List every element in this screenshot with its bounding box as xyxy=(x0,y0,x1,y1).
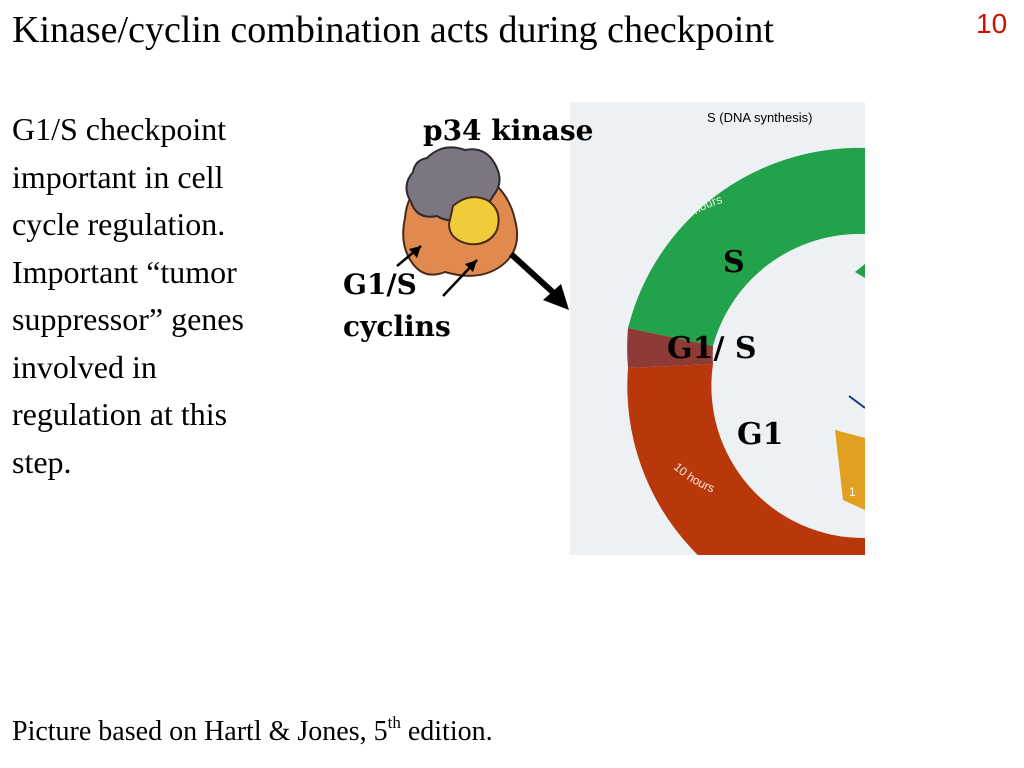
slide-title: Kinase/cyclin combination acts during ch… xyxy=(12,9,774,51)
caption-prefix: Picture based on Hartl & Jones, 5 xyxy=(12,716,388,747)
phase-s-label: S xyxy=(723,245,745,280)
kinase-label: p34 kinase xyxy=(423,114,593,147)
cyclin-label-g1s: G1/S xyxy=(343,268,417,301)
g2-phase-segment xyxy=(835,430,865,510)
cell-cycle-figure: p34 kinase G1/S cyclins S (DNA synthesis… xyxy=(335,100,865,555)
cyclin-inner-shape xyxy=(447,196,500,246)
small-arrow-s xyxy=(855,264,865,278)
s-phase-segment xyxy=(628,147,865,346)
caption-superscript: th xyxy=(387,713,401,732)
cyclin-label-cyclins: cyclins xyxy=(343,310,451,343)
partial-duration-label: 1 xyxy=(849,485,856,499)
phase-g1s-label: G1/ S xyxy=(667,331,757,366)
slide-number: 10 xyxy=(976,8,1008,39)
small-arrow-g1 xyxy=(848,395,865,409)
g1-phase-segment xyxy=(627,364,865,555)
caption: Picture based on Hartl & Jones, 5th edit… xyxy=(12,713,493,748)
body-text: G1/S checkpoint important in cell cycle … xyxy=(12,111,244,480)
complex-arrow-head xyxy=(543,284,569,310)
cyclin-arrow-right-head xyxy=(465,260,477,272)
cyclin-arrow-left-head xyxy=(409,246,421,258)
g1s-phase-segment xyxy=(627,328,713,368)
complex-arrow xyxy=(508,251,560,299)
caption-suffix: edition. xyxy=(400,716,493,747)
phase-g1-label: G1 xyxy=(737,417,784,452)
s-header-label: S (DNA synthesis) xyxy=(707,110,812,125)
